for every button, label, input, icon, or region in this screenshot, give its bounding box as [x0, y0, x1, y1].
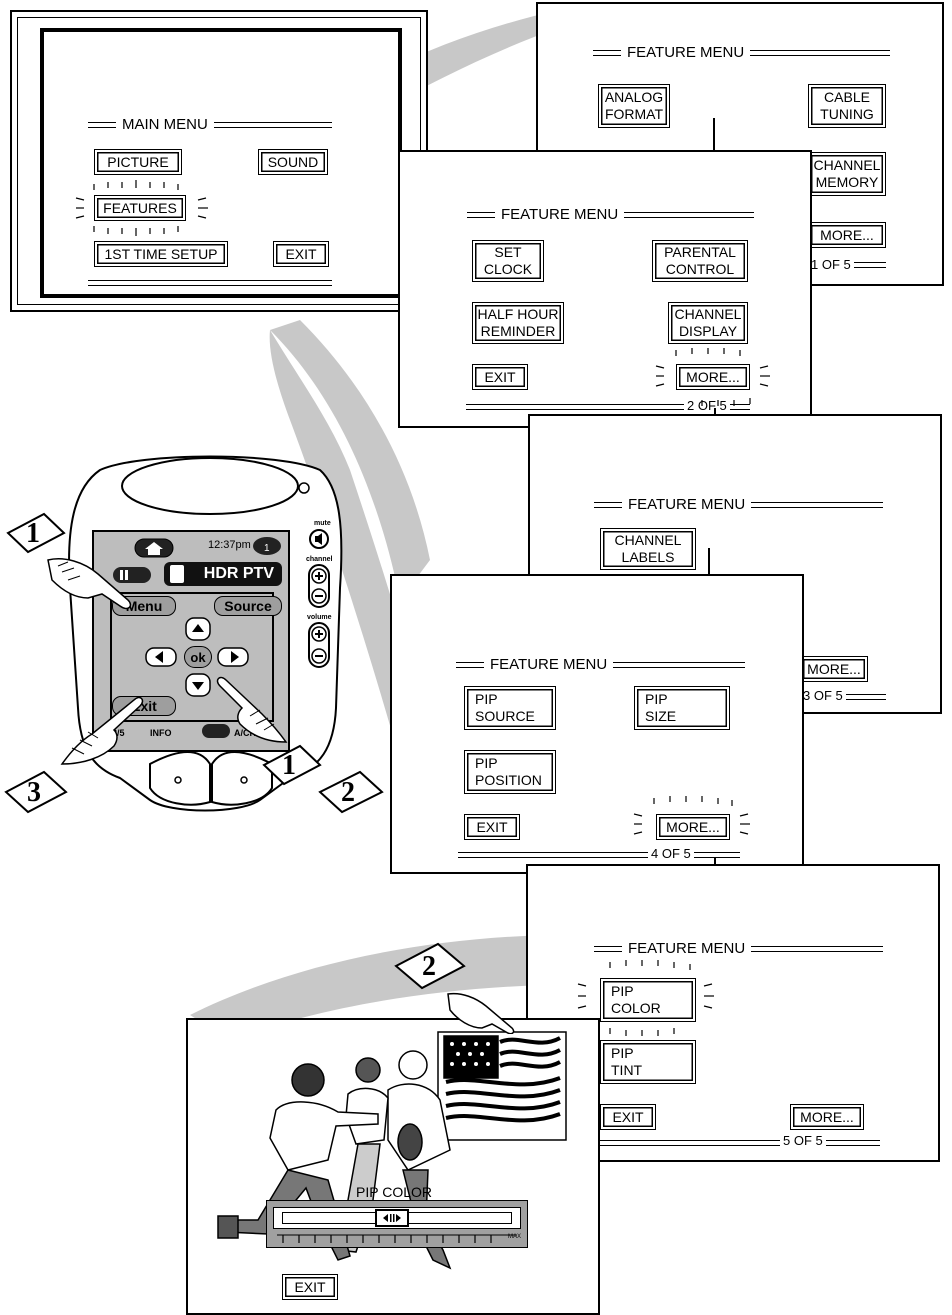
slider-max-label: MAX [507, 1234, 521, 1240]
page-indicator-5: 5 OF 5 [780, 1133, 826, 1148]
ok-button[interactable]: ok [184, 646, 212, 668]
first-time-setup-button[interactable]: 1ST TIME SETUP [89, 236, 233, 272]
page-indicator-3: 3 OF 5 [800, 688, 846, 703]
set-clock-button[interactable]: SET CLOCK [467, 235, 549, 287]
device-display[interactable]: HDR PTV [164, 562, 282, 586]
step-marker: 1 [262, 744, 322, 786]
pointing-hand-icon [60, 696, 144, 765]
half-hour-reminder-button[interactable]: HALF HOUR REMINDER [467, 297, 569, 349]
keypad-icon[interactable] [202, 724, 230, 738]
pip-color-button[interactable]: PIP COLOR [595, 973, 701, 1027]
left-arrow-icon[interactable] [144, 646, 178, 668]
page-indicator-1: 1 OF 5 [808, 257, 854, 272]
pointing-hand-icon [216, 676, 288, 743]
remote-time: 12:37pm [208, 539, 251, 551]
feature-menu-5-title: FEATURE MENU [594, 940, 884, 957]
feature-menu-3-title: FEATURE MENU [594, 496, 884, 513]
pointing-hand-icon [447, 992, 515, 1034]
step-marker: 2 [394, 942, 466, 990]
exit-button-5[interactable]: EXIT [595, 1099, 661, 1135]
device-toggle-icon[interactable] [112, 566, 152, 584]
pip-position-button[interactable]: PIP POSITION [459, 745, 561, 799]
pip-size-button[interactable]: PIP SIZE [629, 681, 735, 735]
football-players-illustration [217, 1031, 567, 1270]
pip-color-slider-panel: MAX [266, 1200, 528, 1248]
tv-icon [170, 565, 184, 583]
feature-menu-5-footer-line [596, 1140, 880, 1146]
feature-menu-2-footer-line [466, 404, 750, 410]
svg-text:1: 1 [264, 543, 270, 554]
mute-label: mute [314, 520, 331, 527]
exit-button[interactable]: EXIT [268, 236, 334, 272]
exit-remote-button[interactable]: Exit [112, 696, 176, 716]
up-arrow-icon[interactable] [184, 616, 212, 642]
channel-labels-button[interactable]: CHANNEL LABELS [595, 523, 701, 575]
more-button-5[interactable]: MORE... [785, 1099, 869, 1135]
pointing-hand-icon [47, 558, 132, 610]
page-indicator-4: 4 OF 5 [648, 846, 694, 861]
main-menu-title: MAIN MENU [88, 116, 332, 133]
pip-source-button[interactable]: PIP SOURCE [459, 681, 561, 735]
more-button-4[interactable]: MORE... [651, 809, 735, 845]
remote-page-label: 3/5 [112, 728, 125, 738]
feature-menu-4-screen [390, 574, 804, 874]
exit-button-4[interactable]: EXIT [459, 809, 525, 845]
feature-menu-1-title: FEATURE MENU [593, 44, 891, 61]
more-button-3[interactable]: MORE... [795, 651, 873, 687]
parental-control-button[interactable]: PARENTAL CONTROL [647, 235, 753, 287]
page-indicator-2: 2 OF 5 [684, 398, 730, 413]
more-button-2[interactable]: MORE... [671, 359, 755, 395]
feature-menu-2-title: FEATURE MENU [467, 206, 755, 223]
feature-menu-4-title: FEATURE MENU [456, 656, 746, 673]
channel-memory-button[interactable]: CHANNEL MEMORY [803, 147, 891, 201]
step-marker: 2 [318, 770, 384, 814]
home-icon[interactable] [134, 538, 174, 558]
cable-tuning-button[interactable]: CABLE TUNING [803, 79, 891, 133]
step-marker: 1 [6, 512, 66, 554]
volume-label: volume [307, 614, 332, 621]
channel-rocker-icon[interactable] [308, 564, 330, 608]
volume-rocker-icon[interactable] [308, 622, 330, 668]
channel-display-button[interactable]: CHANNEL DISPLAY [663, 297, 753, 349]
ach-button[interactable]: A/CH [234, 728, 256, 738]
step-marker: 3 [4, 770, 68, 814]
sound-button[interactable]: SOUND [253, 144, 333, 180]
slider-tick-marks [277, 1234, 517, 1243]
mute-icon[interactable] [308, 528, 330, 550]
right-arrow-icon[interactable] [216, 646, 250, 668]
power-icon[interactable]: 1 [252, 536, 282, 556]
analog-format-button[interactable]: ANALOG FORMAT [593, 79, 675, 133]
features-button[interactable]: FEATURES [89, 190, 191, 226]
source-button[interactable]: Source [214, 596, 282, 616]
main-menu-footer-line [88, 280, 332, 286]
pip-color-label: PIP COLOR [356, 1184, 432, 1200]
pip-tint-button[interactable]: PIP TINT [595, 1035, 701, 1089]
more-button-1[interactable]: MORE... [803, 217, 891, 253]
channel-label: channel [306, 556, 333, 563]
picture-button[interactable]: PICTURE [89, 144, 187, 180]
info-button[interactable]: INFO [150, 728, 172, 738]
exit-button-pip-color[interactable]: EXIT [277, 1269, 343, 1305]
exit-button-2[interactable]: EXIT [467, 359, 533, 395]
feature-menu-4-footer-line [458, 852, 740, 858]
down-arrow-button-icon[interactable] [184, 672, 212, 698]
slider-handle-icon[interactable] [375, 1209, 409, 1227]
